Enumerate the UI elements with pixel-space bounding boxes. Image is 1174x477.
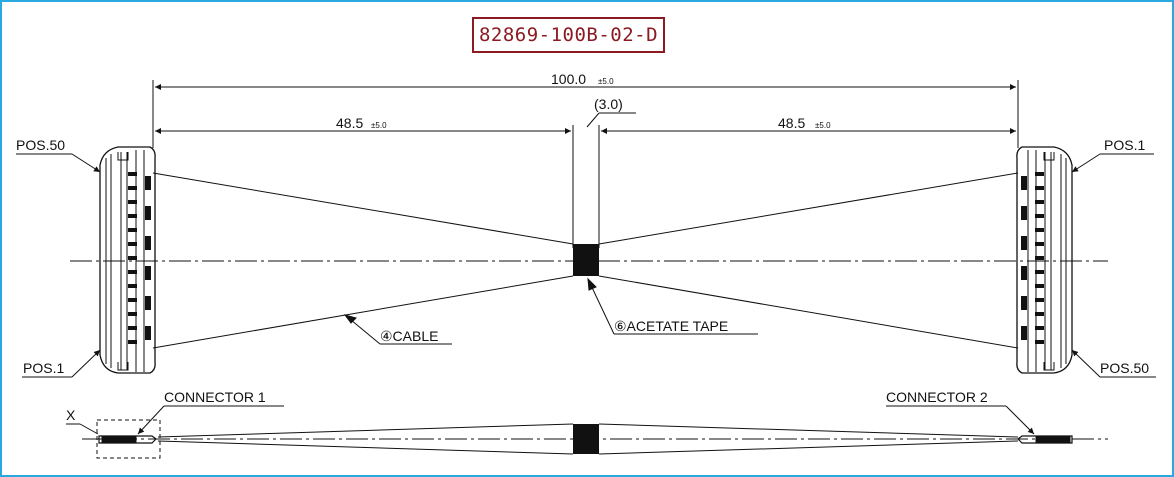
detail-x-label: X	[66, 407, 76, 423]
tape-leader	[587, 277, 758, 335]
side-view	[96, 419, 1073, 459]
acetate-tape-side-view	[573, 424, 599, 454]
flat-cable-top-view	[152, 172, 1019, 349]
connector-2-top-view	[1016, 146, 1073, 374]
overall-length-tolerance: ±5.0	[598, 77, 614, 86]
left-length-value: 48.5	[336, 115, 363, 131]
acetate-tape-top-view	[573, 244, 599, 276]
cable-leader	[343, 314, 452, 345]
left-length-tolerance: ±5.0	[371, 121, 387, 130]
tape-label: ⑥ACETATE TAPE	[614, 318, 728, 334]
overall-length-value: 100.0	[551, 71, 586, 87]
connector-leaders	[66, 405, 1035, 435]
pos-labels	[16, 153, 1156, 378]
pos50-right-label: POS.50	[1100, 360, 1149, 376]
left-length-dimension: 48.5 ±5.0	[155, 115, 574, 248]
part-number-box: 82869-100B-02-D	[472, 17, 665, 53]
right-length-dimension: 48.5 ±5.0	[598, 115, 1016, 248]
right-length-tolerance: ±5.0	[815, 121, 831, 130]
pos50-left-label: POS.50	[16, 137, 65, 153]
connector-1-contacts	[128, 172, 151, 344]
overall-length-dimension: 100.0 ±5.0	[152, 71, 1019, 148]
tape-width-value: (3.0)	[594, 96, 623, 112]
right-length-value: 48.5	[778, 115, 805, 131]
tape-width-dimension: (3.0)	[586, 96, 636, 128]
connector-1-label: CONNECTOR 1	[164, 389, 266, 405]
cable-label: ④CABLE	[380, 328, 438, 344]
connector-2-label: CONNECTOR 2	[886, 389, 988, 405]
pos1-left-label: POS.1	[23, 360, 64, 376]
pos1-right-label: POS.1	[1104, 137, 1145, 153]
connector-2-contacts	[1021, 172, 1044, 344]
